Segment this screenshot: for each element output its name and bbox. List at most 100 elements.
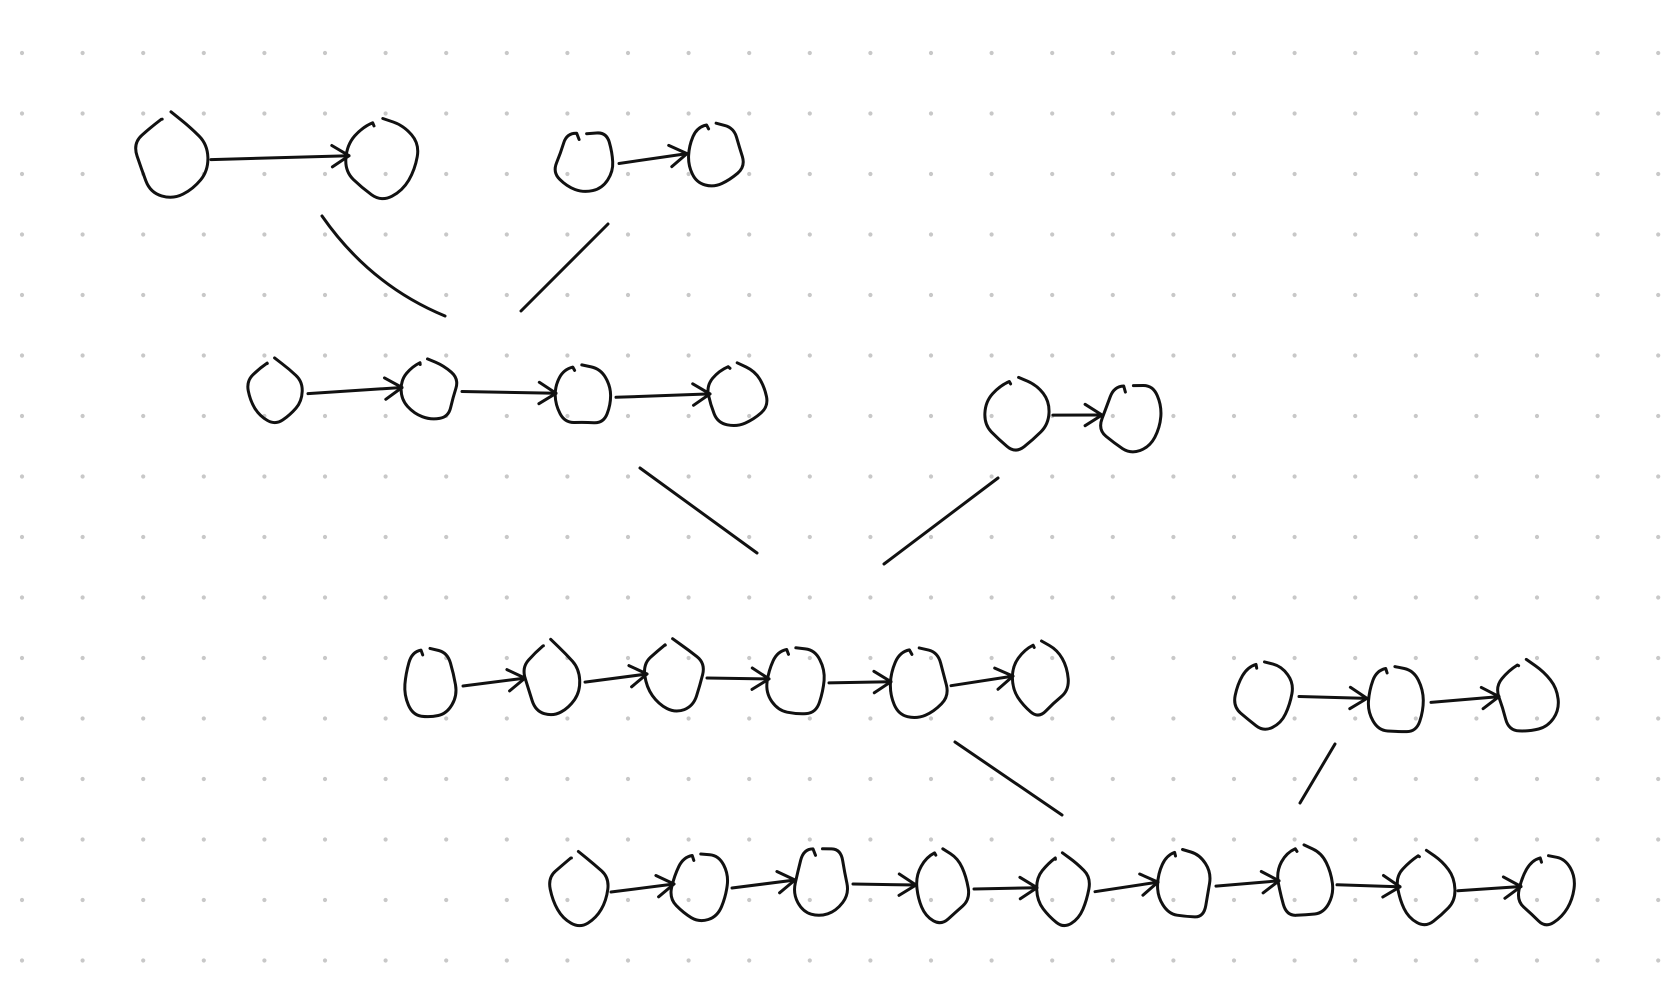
grid-dot — [1474, 171, 1479, 177]
grid-dot — [19, 50, 25, 56]
grid-dot — [1534, 534, 1540, 540]
grid-dot — [19, 474, 25, 479]
grid-dot — [1534, 837, 1540, 842]
grid-dot — [1171, 595, 1176, 600]
grid-dot — [1231, 897, 1237, 903]
grid-dot — [201, 474, 206, 479]
grid-dot — [1110, 232, 1115, 237]
grid-dot — [1534, 595, 1540, 600]
grid-dot — [747, 595, 752, 600]
grid-dot — [565, 534, 570, 540]
grid-dot — [1656, 958, 1661, 963]
grid-dot — [1474, 474, 1479, 479]
grid-dot — [686, 776, 691, 782]
grid-dot — [1171, 353, 1176, 358]
next-arrow-shaft — [614, 392, 712, 399]
grid-dot — [1050, 111, 1055, 116]
grid-dot — [868, 897, 873, 903]
next-arrow-head — [1381, 874, 1402, 899]
grid-dot — [19, 837, 25, 842]
grid-dot — [1231, 595, 1237, 600]
grid-dot — [1413, 232, 1418, 237]
grid-dot — [322, 595, 328, 600]
list-node — [643, 637, 705, 713]
grid-dot — [1595, 232, 1600, 237]
grid-dot — [1353, 655, 1358, 661]
grid-dot — [1534, 111, 1540, 116]
grid-dot — [1292, 50, 1297, 56]
grid-dot — [322, 776, 328, 782]
merge-connectors — [320, 214, 1337, 817]
grid-dot — [1413, 716, 1418, 721]
grid-dot — [383, 50, 388, 56]
grid-dot — [1171, 655, 1176, 661]
grid-dot — [625, 534, 631, 540]
grid-dot — [322, 837, 328, 842]
next-arrow-head — [505, 668, 527, 693]
next-arrow-head — [667, 143, 689, 169]
next-arrow-shaft — [972, 886, 1039, 891]
grid-dot — [504, 232, 509, 237]
grid-dot — [807, 50, 812, 56]
grid-dot — [1474, 534, 1479, 540]
grid-dot — [1413, 776, 1418, 782]
grid-dot — [1595, 655, 1600, 661]
list-node — [522, 637, 582, 717]
grid-dot — [201, 413, 206, 419]
grid-dot — [322, 958, 328, 963]
next-arrow-shaft — [460, 390, 558, 395]
grid-dot — [868, 655, 873, 661]
grid-dot — [1292, 595, 1297, 600]
linked-list-level-3-1 — [403, 637, 1070, 719]
grid-dot — [989, 413, 994, 419]
grid-dot — [928, 776, 934, 782]
grid-dot — [1534, 897, 1540, 903]
grid-dot — [565, 595, 570, 600]
grid-dot — [1474, 595, 1479, 600]
grid-dot — [1231, 716, 1237, 721]
grid-dot — [868, 474, 873, 479]
grid-dot — [868, 171, 873, 177]
grid-dot — [928, 413, 934, 419]
grid-dot — [1595, 292, 1600, 298]
grid-dot — [1353, 716, 1358, 721]
grid-dot — [807, 716, 812, 721]
grid-dot — [19, 534, 25, 540]
grid-dot — [201, 111, 206, 116]
grid-dot — [1353, 50, 1358, 56]
grid-dot — [1231, 111, 1237, 116]
grid-dot — [807, 776, 812, 782]
grid-dot — [565, 292, 570, 298]
grid-dot — [565, 837, 570, 842]
grid-dot — [625, 232, 631, 237]
grid-dot — [1171, 837, 1176, 842]
grid-dot — [262, 716, 267, 721]
grid-dot — [1231, 292, 1237, 298]
grid-dot — [1534, 716, 1540, 721]
list-node — [706, 361, 769, 427]
grid-dot — [383, 655, 388, 661]
grid-dot — [1050, 50, 1055, 56]
grid-dot — [80, 776, 85, 782]
grid-dot — [807, 897, 812, 903]
grid-dot — [928, 595, 934, 600]
grid-dot — [383, 595, 388, 600]
grid-dot — [565, 776, 570, 782]
grid-dot — [444, 50, 449, 56]
grid-dot — [989, 595, 994, 600]
grid-dot — [868, 353, 873, 358]
grid-dot — [1474, 292, 1479, 298]
grid-dot — [383, 837, 388, 842]
grid-dot — [747, 413, 752, 419]
grid-dot — [1413, 534, 1418, 540]
grid-dot — [504, 655, 509, 661]
grid-dot — [807, 353, 812, 358]
grid-dot — [868, 50, 873, 56]
grid-dot — [565, 232, 570, 237]
grid-dot — [1292, 837, 1297, 842]
next-arrow-head — [872, 669, 893, 695]
list-node — [915, 847, 971, 925]
grid-dot — [201, 595, 206, 600]
grid-dot — [504, 595, 509, 600]
grid-dot — [807, 534, 812, 540]
